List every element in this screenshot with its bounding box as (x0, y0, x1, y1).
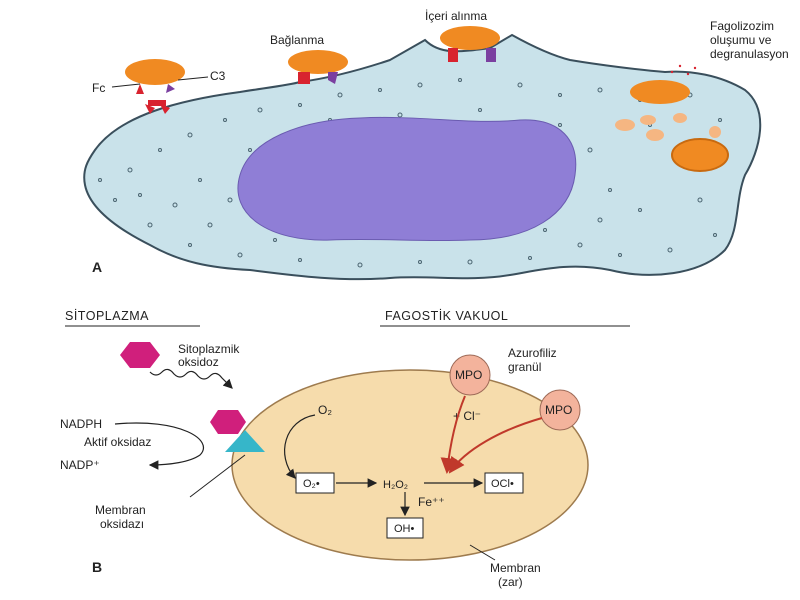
iron-label: Fe⁺⁺ (418, 495, 445, 509)
nadph-to-nadp-arrow (114, 422, 205, 470)
panel-a: Fc C3 Bağlanma İçeri alınma Fag (83, 9, 789, 281)
azurophil-label-1: Azurofiliz (508, 346, 557, 360)
mpo-label-1: MPO (455, 368, 482, 382)
hydroxyl-label: OH• (394, 523, 415, 535)
c3-label: C3 (210, 69, 226, 83)
mpo-2-arrow (448, 417, 543, 474)
binding-particle (288, 50, 348, 84)
c3-pointer (177, 76, 209, 81)
mpo-granule-1 (449, 354, 491, 396)
superoxide-box (295, 472, 335, 494)
superoxide-label: O₂• (303, 478, 320, 490)
h2o2-label: H₂O₂ (383, 479, 408, 491)
o2-to-superoxide-arrow (284, 414, 316, 479)
panel-b: SİTOPLAZMA FAGOSTİK VAKUOL Sitoplazmik o… (60, 309, 630, 589)
panel-a-letter: A (92, 259, 102, 275)
binding-label: Bağlanma (270, 33, 324, 47)
phagolysosome (615, 64, 729, 172)
hypochlorite-box (484, 472, 524, 494)
ingestion-label: İçeri alınma (425, 9, 487, 23)
mpo-1-arrow (440, 395, 466, 474)
membrane-label-2: (zar) (498, 575, 523, 589)
membrane-oxidase-triangle (225, 430, 265, 452)
opsonized-particle-free (125, 59, 185, 114)
cytoplasmic-oxidase-label-2: oksidoz (178, 355, 219, 369)
phagolysosome-label-1: Fagolizozim (710, 19, 774, 33)
membrane-oxidase-hexagon (210, 410, 246, 434)
mpo-label-2: MPO (545, 403, 572, 417)
active-oxidase-label: Aktif oksidaz (84, 435, 151, 449)
panel-b-letter: B (92, 559, 102, 575)
mpo-granule-2 (539, 389, 581, 431)
phagolysosome-label-2: oluşumu ve (710, 33, 772, 47)
vacuole-header: FAGOSTİK VAKUOL (385, 309, 508, 323)
membrane-oxidase-label-2: oksidazı (100, 517, 144, 531)
hypochlorite-label: OCl• (491, 478, 514, 490)
hydroxyl-box (386, 517, 424, 539)
cytoplasmic-oxidase-hexagon (120, 342, 160, 368)
azurophil-label-2: granül (508, 360, 541, 374)
cytoplasm-granules (98, 78, 722, 268)
nucleus (237, 116, 577, 242)
phagolysosome-label-3: degranulasyon (710, 47, 789, 61)
nadph-label: NADPH (60, 417, 102, 431)
activation-squiggle-arrow (149, 368, 233, 389)
cytoplasm-header: SİTOPLAZMA (65, 309, 149, 323)
membrane-label-1: Membran (490, 561, 541, 575)
cytoplasmic-oxidase-label-1: Sitoplazmik (178, 342, 240, 356)
o2-label: O₂ (318, 403, 332, 417)
fc-label: Fc (92, 81, 105, 95)
membrane-oxidase-label-1: Membran (95, 503, 146, 517)
ingestion-particle (440, 26, 500, 62)
fc-pointer (111, 83, 141, 88)
nadp-label: NADP⁺ (60, 458, 100, 472)
